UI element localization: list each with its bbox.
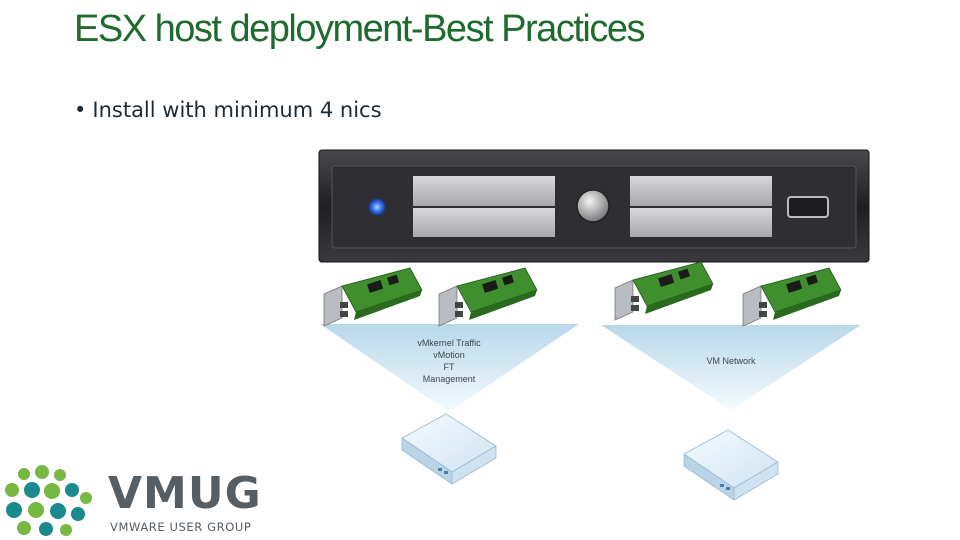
drive-bay-right (630, 176, 772, 237)
label-management: Management (423, 374, 476, 384)
drive-bay-left (413, 176, 555, 237)
nic-card-4 (742, 267, 842, 327)
label-ft: FT (444, 362, 455, 372)
bullet-dot: • (74, 98, 87, 122)
usb-port-icon (787, 196, 829, 218)
label-vmkernel-traffic: vMkernel Traffic (417, 338, 481, 348)
vmug-wordmark: VMUG (108, 468, 262, 519)
port-group-left (320, 324, 579, 412)
nic-card-3 (614, 261, 714, 321)
nic-card-2 (438, 267, 538, 327)
port-group-right (601, 325, 861, 410)
vmug-subtitle: VMWARE USER GROUP (110, 520, 252, 534)
network-switch-right (683, 429, 779, 501)
power-button-icon (576, 189, 610, 223)
server-chassis (318, 149, 870, 263)
network-switch-left (401, 413, 497, 485)
vmug-logo-icon (5, 465, 92, 536)
label-vmotion: vMotion (433, 350, 465, 360)
bullet-text: Install with minimum 4 nics (92, 98, 382, 122)
bullet-item: •Install with minimum 4 nics (74, 98, 382, 122)
nic-card-1 (323, 267, 423, 327)
label-vm-network: VM Network (706, 356, 756, 366)
slide-title: ESX host deployment-Best Practices (74, 8, 645, 50)
power-led-icon (368, 198, 386, 216)
